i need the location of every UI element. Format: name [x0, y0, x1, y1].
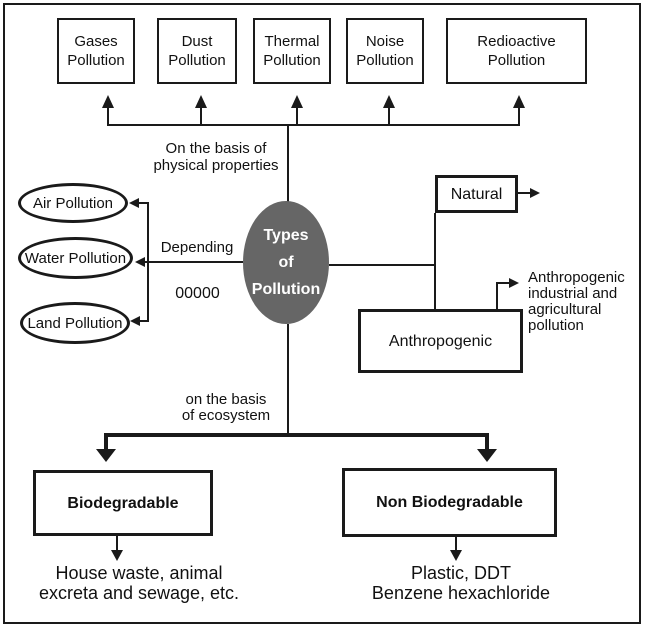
- arrow-left-air-icon: [129, 198, 139, 208]
- node-types-of-pollution: Types of Pollution: [243, 201, 329, 324]
- anthro-note-line1: Anthropogenic: [528, 269, 625, 286]
- node-thermal-pollution: Thermal Pollution: [253, 18, 331, 84]
- node-radioactive-pollution-label: Redioactive Pollution: [477, 33, 556, 69]
- arrow-stem-thermal: [296, 108, 298, 126]
- top-branch-stem-line: [287, 126, 289, 202]
- node-gases-pollution-label: Gases Pollution: [67, 33, 125, 69]
- node-radioactive-pollution: Redioactive Pollution: [446, 18, 587, 84]
- node-thermal-pollution-label: Thermal Pollution: [263, 33, 321, 69]
- bottom-branch-label: on the basis of ecosystem: [170, 392, 282, 424]
- node-air-pollution: Air Pollution: [18, 183, 128, 223]
- arrow-stem-radioactive: [518, 108, 520, 126]
- arrow-stem-nonbio-examples: [455, 537, 457, 551]
- diagram-border: [3, 3, 641, 624]
- arrow-up-noise-icon: [383, 95, 395, 108]
- arrow-down-non-biodegradable-icon: [477, 449, 497, 462]
- node-gases-pollution: Gases Pollution: [57, 18, 135, 84]
- arrow-up-radioactive-icon: [513, 95, 525, 108]
- arrow-stem-natural: [518, 192, 531, 194]
- node-biodegradable: Biodegradable: [33, 470, 213, 536]
- top-branch-label-line1: On the basis of: [165, 140, 267, 157]
- node-non-biodegradable: Non Biodegradable: [342, 468, 557, 537]
- bottom-branch-rail-line: [104, 433, 489, 437]
- node-water-pollution: Water Pollution: [18, 237, 133, 279]
- arrow-stem-bio-examples: [116, 536, 118, 551]
- arrow-down-biodegradable-icon: [96, 449, 116, 462]
- right-branch-bus-line: [434, 213, 436, 309]
- arrow-stem-land: [139, 320, 149, 322]
- arrow-down-bio-examples-icon: [111, 550, 123, 561]
- bottom-branch-label-line2: of ecosystem: [181, 407, 271, 424]
- nonbio-examples-line2: Benzene hexachloride: [371, 583, 551, 603]
- anthro-note-line4: pollution: [528, 317, 584, 334]
- types-line3: Pollution: [251, 281, 321, 298]
- bio-examples-line1: House waste, animal: [55, 563, 223, 583]
- arrow-up-dust-icon: [195, 95, 207, 108]
- node-air-pollution-label: Air Pollution: [32, 194, 114, 212]
- top-branch-label: On the basis of physical properties: [131, 140, 301, 174]
- biodegradable-examples: House waste, animal excreta and sewage, …: [19, 563, 259, 603]
- bottom-branch-stem-line: [287, 324, 289, 434]
- anthro-note-vline: [496, 282, 498, 309]
- arrow-up-gases-icon: [102, 95, 114, 108]
- bio-examples-line2: excreta and sewage, etc.: [38, 583, 240, 603]
- arrow-stem-biodegradable: [104, 433, 108, 450]
- top-branch-rail-line: [107, 124, 520, 126]
- node-dust-pollution-label: Dust Pollution: [168, 33, 226, 69]
- top-branch-label-line2: physical properties: [153, 157, 279, 174]
- anthro-note-line3: agricultural: [528, 301, 602, 318]
- types-line2: of: [278, 254, 294, 271]
- types-line1: Types: [263, 227, 309, 244]
- node-noise-pollution-label: Noise Pollution: [356, 33, 414, 69]
- node-dust-pollution: Dust Pollution: [157, 18, 237, 84]
- node-land-pollution: Land Pollution: [20, 302, 130, 344]
- non-biodegradable-examples: Plastic, DDT Benzene hexachloride: [341, 563, 581, 603]
- anthropogenic-note: Anthropogenic industrial and agricultura…: [528, 270, 643, 334]
- node-non-biodegradable-label: Non Biodegradable: [376, 494, 523, 511]
- arrow-right-natural-icon: [530, 188, 540, 198]
- bottom-branch-label-line1: on the basis: [185, 391, 267, 408]
- node-noise-pollution: Noise Pollution: [346, 18, 424, 84]
- arrow-down-nonbio-examples-icon: [450, 550, 462, 561]
- node-anthropogenic-label: Anthropogenic: [388, 332, 493, 350]
- node-natural-label: Natural: [450, 185, 503, 203]
- arrow-up-thermal-icon: [291, 95, 303, 108]
- arrow-stem-air: [139, 202, 149, 204]
- node-biodegradable-label: Biodegradable: [67, 494, 179, 512]
- anthro-note-hline: [496, 282, 510, 284]
- node-anthropogenic: Anthropogenic: [358, 309, 523, 373]
- arrow-right-anthro-note-icon: [509, 278, 519, 288]
- arrow-stem-noise: [388, 108, 390, 126]
- node-water-pollution-label: Water Pollution: [24, 249, 127, 267]
- arrow-left-land-icon: [130, 316, 140, 326]
- right-branch-main-line: [329, 264, 435, 266]
- left-branch-sub-label: 00000: [175, 285, 220, 302]
- nonbio-examples-line1: Plastic, DDT: [410, 563, 511, 583]
- anthro-note-line2: industrial and: [528, 285, 618, 302]
- arrow-left-water-icon: [135, 257, 145, 267]
- arrow-stem-dust: [200, 108, 202, 126]
- arrow-stem-gases: [107, 108, 109, 126]
- arrow-stem-non-biodegradable: [485, 433, 489, 450]
- left-branch-main-line: [145, 261, 243, 263]
- node-land-pollution-label: Land Pollution: [27, 314, 123, 332]
- left-branch-label: Depending: [160, 239, 234, 256]
- node-natural: Natural: [435, 175, 518, 213]
